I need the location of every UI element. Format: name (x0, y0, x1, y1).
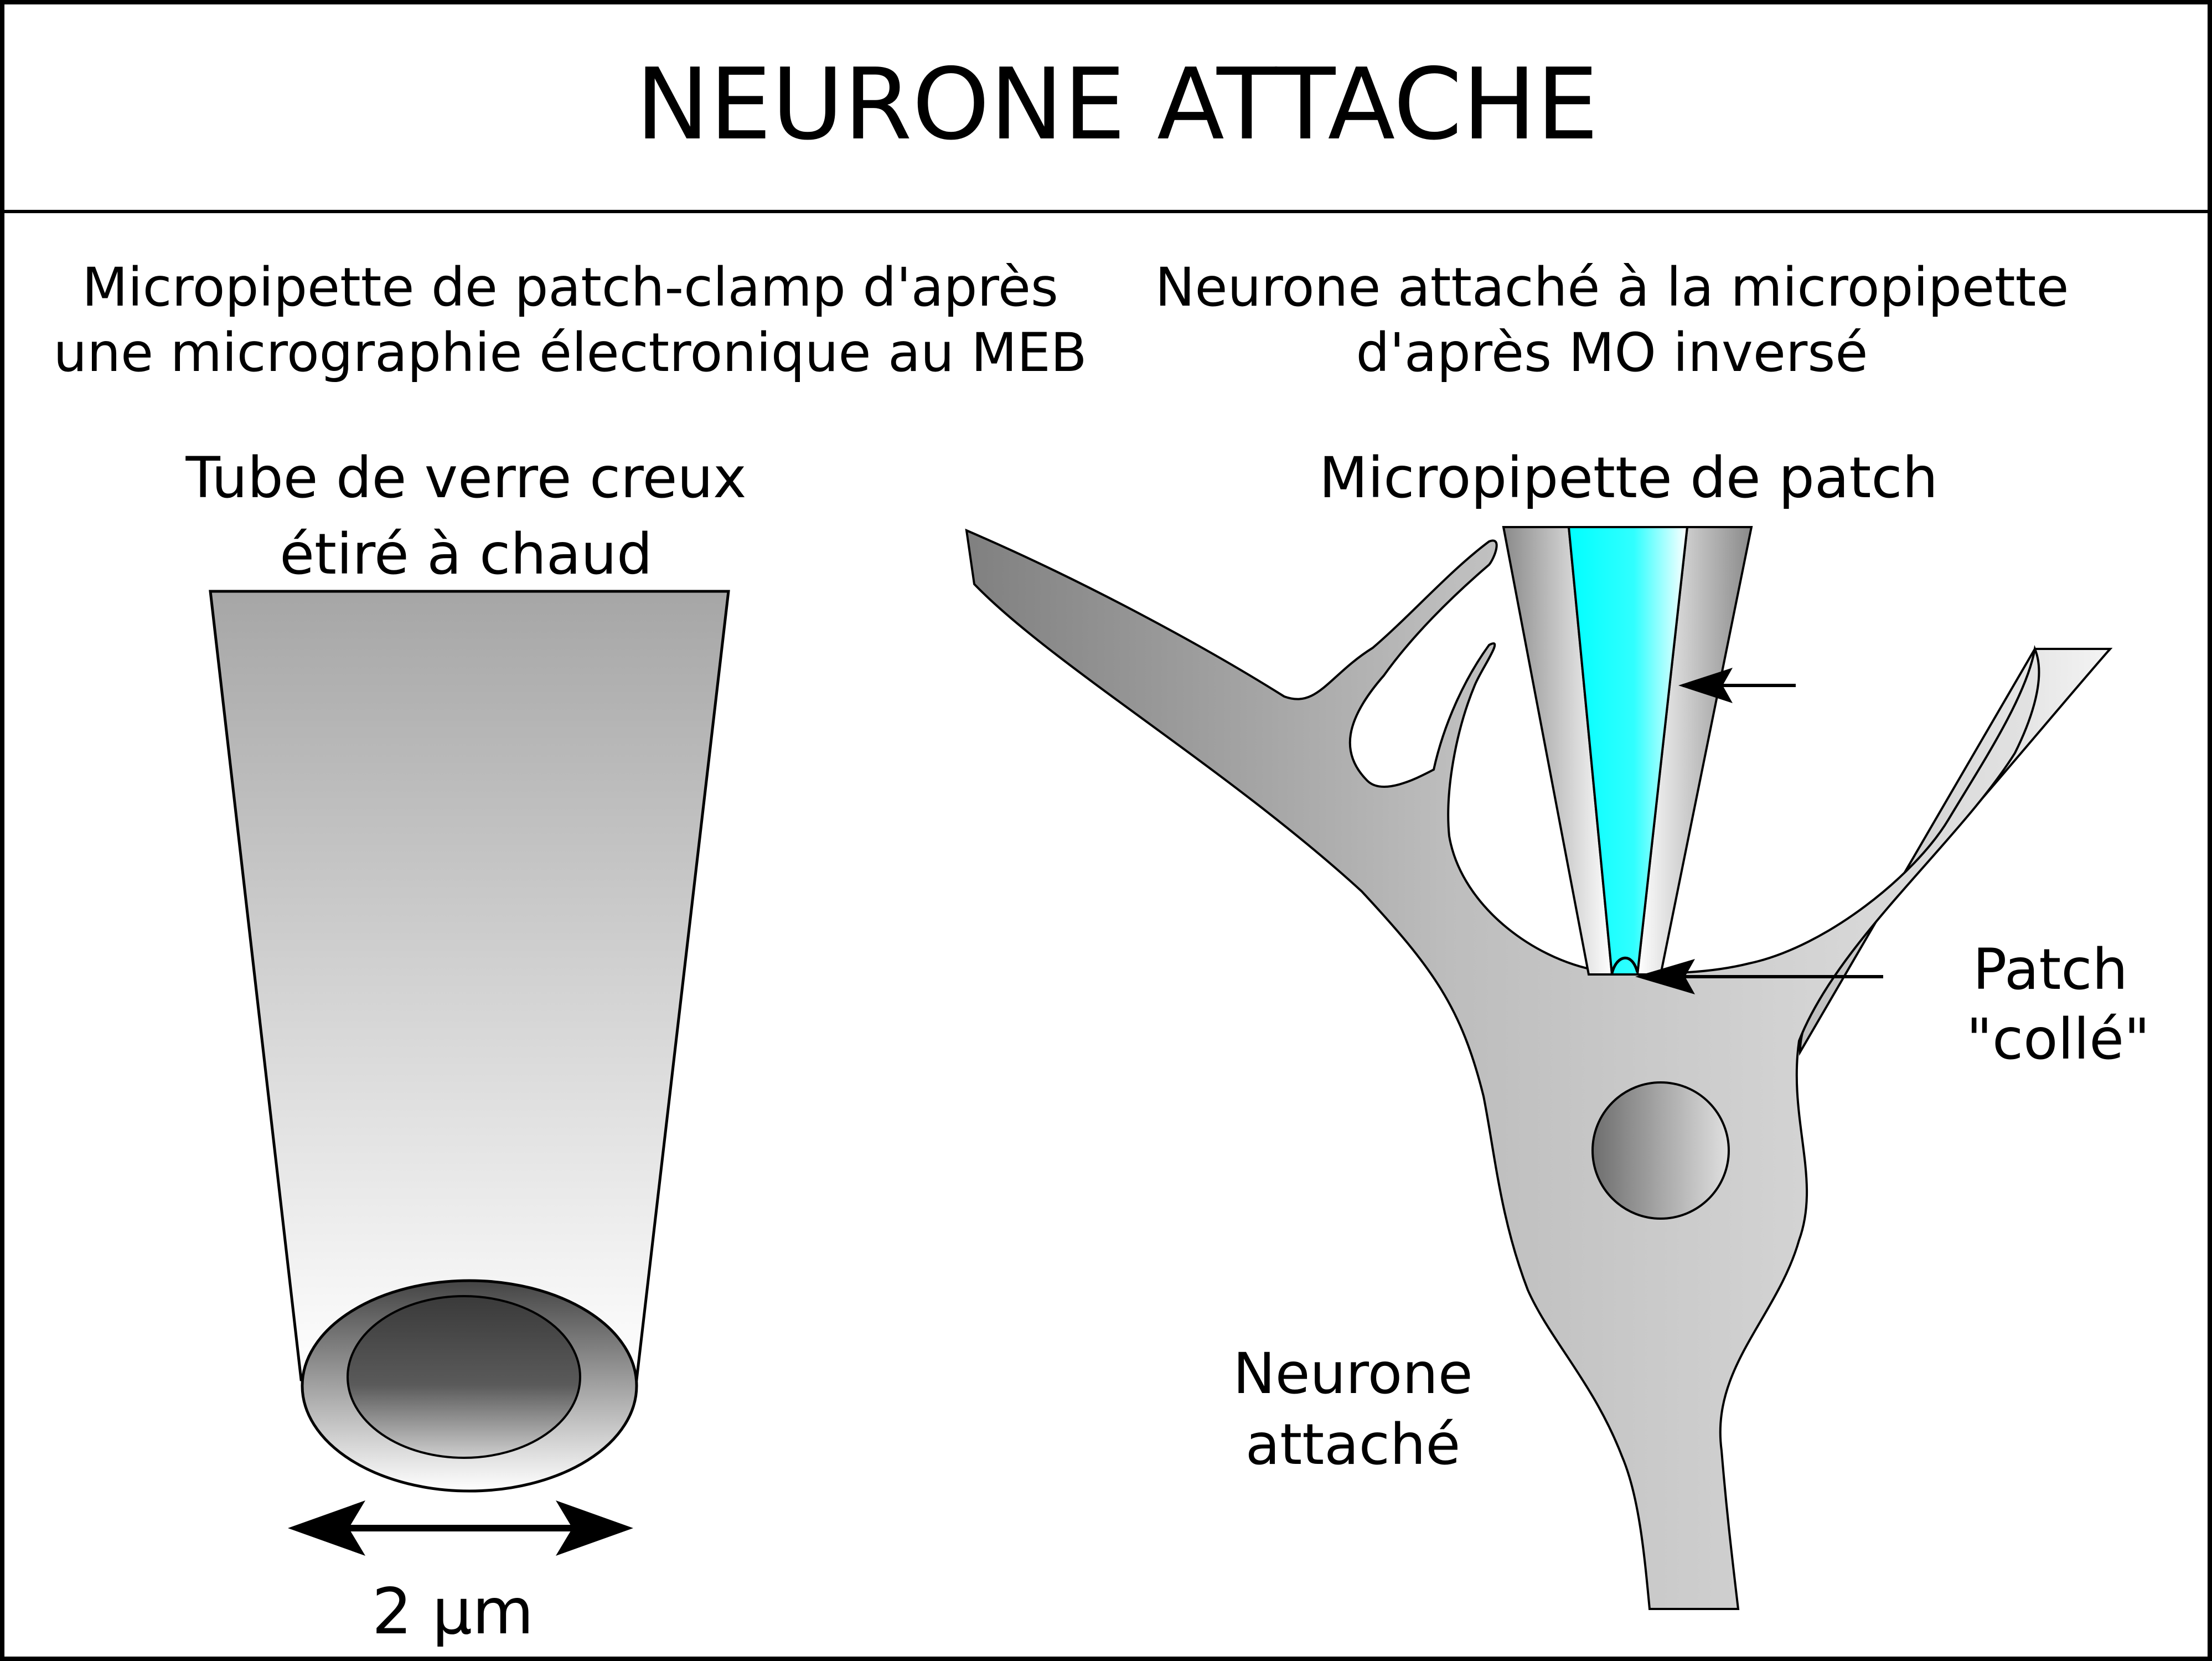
membrane-patch (1610, 956, 1639, 974)
patch-label-line1: Patch (1973, 937, 2128, 1003)
neuron-nucleus (1591, 1081, 1730, 1220)
left-caption-line1: Micropipette de patch-clamp d'après (82, 256, 1058, 318)
right-caption-line1: Neurone attaché à la micropipette (1155, 256, 2069, 318)
page-title: NEURONE ATTACHE (635, 47, 1599, 162)
right-caption-line2: d'après MO inversé (1356, 322, 1868, 384)
dimension-arrowhead-left (288, 1500, 365, 1556)
neuron-body (965, 528, 2040, 1610)
neuron-drawing (965, 528, 2113, 1610)
micropipette-tube-drawing (209, 590, 730, 1493)
pipette-wall-arrowhead (1678, 668, 1733, 703)
tube-tip-opening (347, 1295, 581, 1459)
tube-label-line2: étiré à chaud (280, 522, 653, 587)
patch-micropipette-drawing (1502, 526, 1753, 976)
patch-label-line2: "collé" (1966, 1007, 2150, 1072)
pipette-lumen (1567, 526, 1689, 976)
left-caption-line2: une micrographie électronique au MEB (53, 322, 1087, 384)
neuron-label-line2: attaché (1245, 1412, 1460, 1478)
neuron-label-line1: Neurone (1233, 1341, 1472, 1407)
glass-tube-body (209, 590, 730, 1381)
pipette-label: Micropipette de patch (1319, 445, 1938, 511)
patch-arrowhead (1635, 959, 1695, 994)
tube-label-line1: Tube de verre creux (185, 445, 747, 511)
dimension-arrowhead-right (556, 1500, 633, 1556)
dimension-label: 2 µm (372, 1575, 534, 1648)
